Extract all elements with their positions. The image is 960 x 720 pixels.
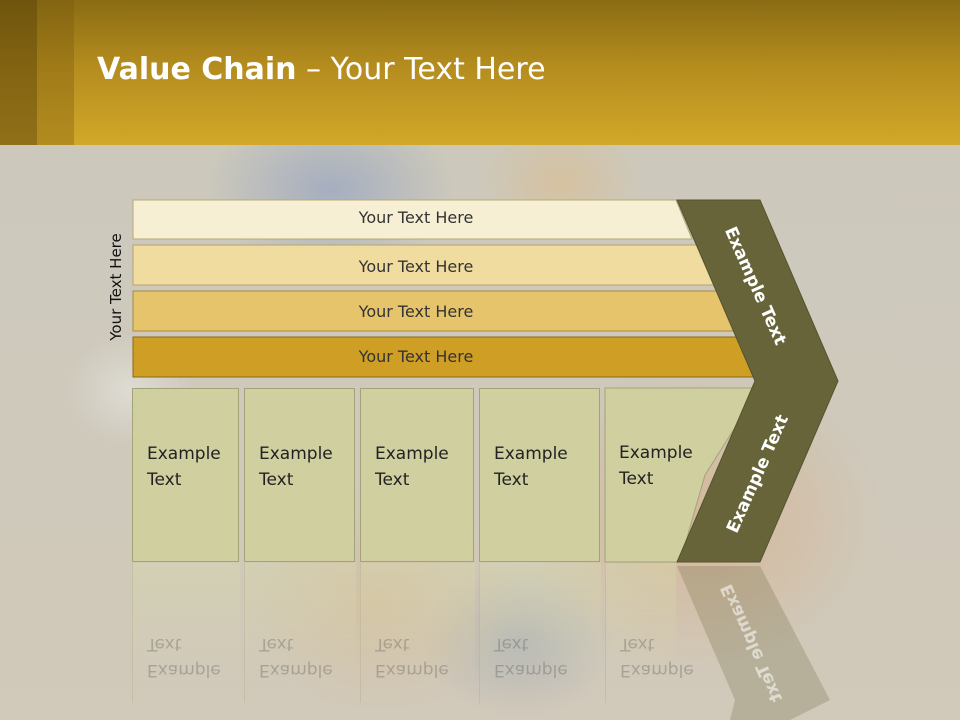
bar-2-label: Your Text Here	[358, 257, 474, 276]
bar-1-shape	[132, 199, 693, 240]
cell-5-shape	[604, 387, 761, 563]
header-stripe	[37, 0, 74, 145]
reflection-cell: Example Text	[360, 563, 475, 703]
chevron-reflection-label: Example Text	[717, 580, 787, 706]
reflection-text: Example Text	[259, 634, 333, 680]
cell-3-label: Example Text	[375, 444, 449, 490]
cell-2-label: Example Text	[259, 444, 333, 490]
reflection-text: Example Text	[375, 634, 449, 680]
chevron-reflection	[677, 566, 830, 720]
cell-1: Example Text	[132, 388, 239, 562]
cell-2: Example Text	[244, 388, 355, 562]
page-title: Value Chain – Your Text Here	[97, 52, 546, 87]
reflection-text: Example Text	[620, 634, 694, 680]
reflection-cell: Example Text	[132, 563, 240, 703]
reflection-text: Example Text	[494, 634, 568, 680]
bar-3-label: Your Text Here	[358, 302, 474, 321]
chevron-shape	[676, 199, 839, 563]
cell-4: Example Text	[479, 388, 600, 562]
reflection-cell: Example Text	[605, 563, 694, 703]
header-stripe	[0, 0, 37, 145]
cell-3: Example Text	[360, 388, 474, 562]
reflection-cell: Example Text	[479, 563, 601, 703]
reflection-text: Example Text	[147, 634, 221, 680]
reflection: Example Text Example Text Example Text E…	[0, 563, 960, 720]
reflection-cell: Example Text	[244, 563, 356, 703]
header-band: Value Chain – Your Text Here	[0, 0, 960, 145]
cell-1-label: Example Text	[147, 444, 221, 490]
bar-4-label: Your Text Here	[358, 347, 474, 366]
cell-5-label: Example Text	[619, 443, 693, 489]
bar-1-label: Your Text Here	[358, 208, 474, 227]
title-rest: – Your Text Here	[296, 52, 546, 87]
cell-4-label: Example Text	[494, 444, 568, 490]
title-bold: Value Chain	[97, 52, 297, 87]
